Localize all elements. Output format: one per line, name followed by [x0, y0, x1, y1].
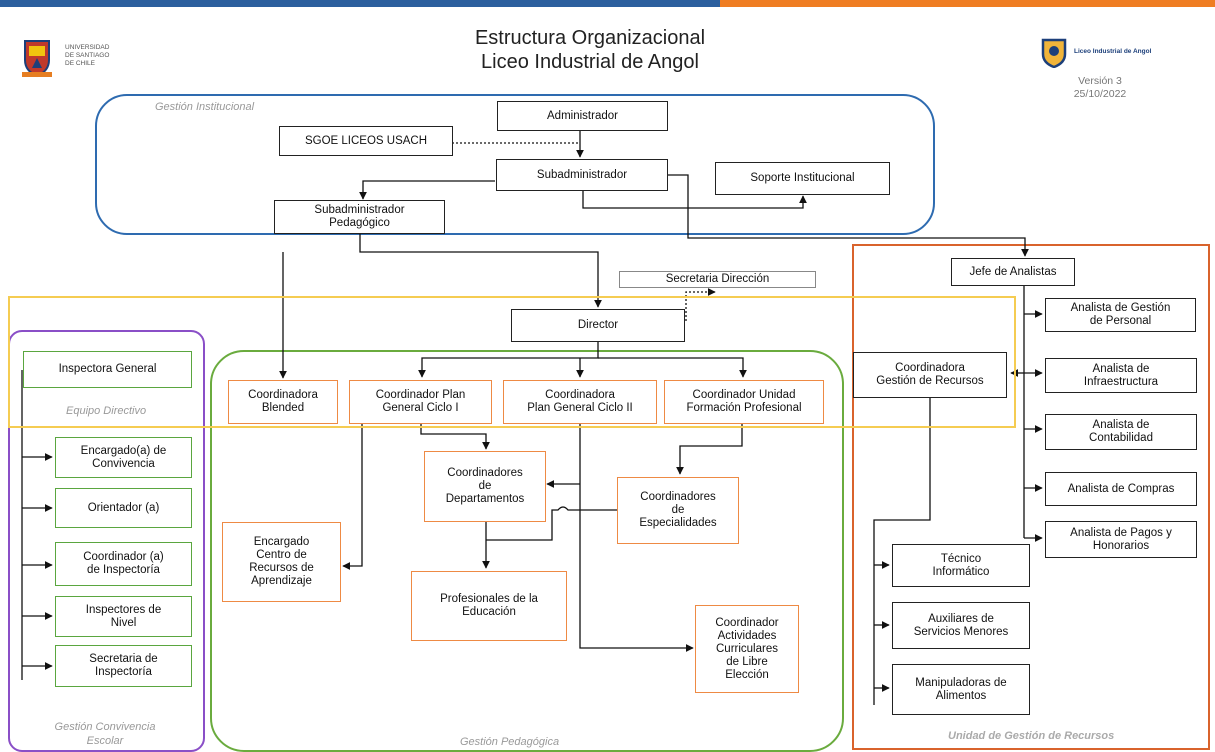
node-secretaria-direccion: Secretaria Dirección [619, 271, 816, 288]
node-sgoe-liceos-usach: SGOE LICEOS USACH [279, 126, 453, 156]
node-coordinador-inspectoria: Coordinador (a)de Inspectoría [55, 542, 192, 586]
label-gestion-convivencia: Gestión Convivencia Escolar [54, 721, 156, 747]
label-unidad-recursos: Unidad de Gestión de Recursos [948, 730, 1115, 742]
node-soporte-institucional: Soporte Institucional [715, 162, 890, 195]
node-analista-compras: Analista de Compras [1045, 472, 1197, 506]
university-crest-icon [22, 40, 52, 78]
version-date: 25/10/2022 [1073, 88, 1127, 100]
node-inspectora-general: Inspectora General [23, 351, 192, 388]
node-director: Director [511, 309, 685, 342]
school-shield-icon [1041, 38, 1067, 68]
label-gestion-pedagogica: Gestión Pedagógica [460, 736, 560, 748]
header-bar-orange [720, 0, 1215, 7]
version-info: Versión 3 25/10/2022 [1050, 75, 1150, 101]
title-line-2: Liceo Industrial de Angol [481, 51, 699, 73]
title-line-1: Estructura Organizacional [474, 27, 706, 49]
region-gestion-pedagogica [210, 350, 844, 752]
region-unidad-recursos [852, 244, 1210, 750]
region-gestion-institucional [95, 94, 935, 235]
label-gestion-institucional: Gestión Institucional [155, 101, 255, 113]
university-name: UNIVERSIDAD DE SANTIAGO DE CHILE [65, 44, 110, 67]
header-bar-blue [0, 0, 720, 7]
page-title: Estructura Organizacional Liceo Industri… [400, 26, 780, 74]
node-jefe-de-analistas: Jefe de Analistas [951, 258, 1075, 286]
region-gestion-convivencia [8, 330, 205, 752]
node-orientador: Orientador (a) [55, 488, 192, 528]
version-label: Versión 3 [1078, 75, 1122, 87]
node-subadministrador: Subadministrador [496, 159, 668, 191]
label-equipo-directivo: Equipo Directivo [66, 405, 147, 417]
university-logo: UNIVERSIDAD DE SANTIAGO DE CHILE [20, 38, 140, 80]
node-administrador: Administrador [497, 101, 668, 131]
school-logo: Liceo Industrial de Angol [1040, 38, 1190, 68]
region-equipo-directivo [8, 296, 1016, 428]
